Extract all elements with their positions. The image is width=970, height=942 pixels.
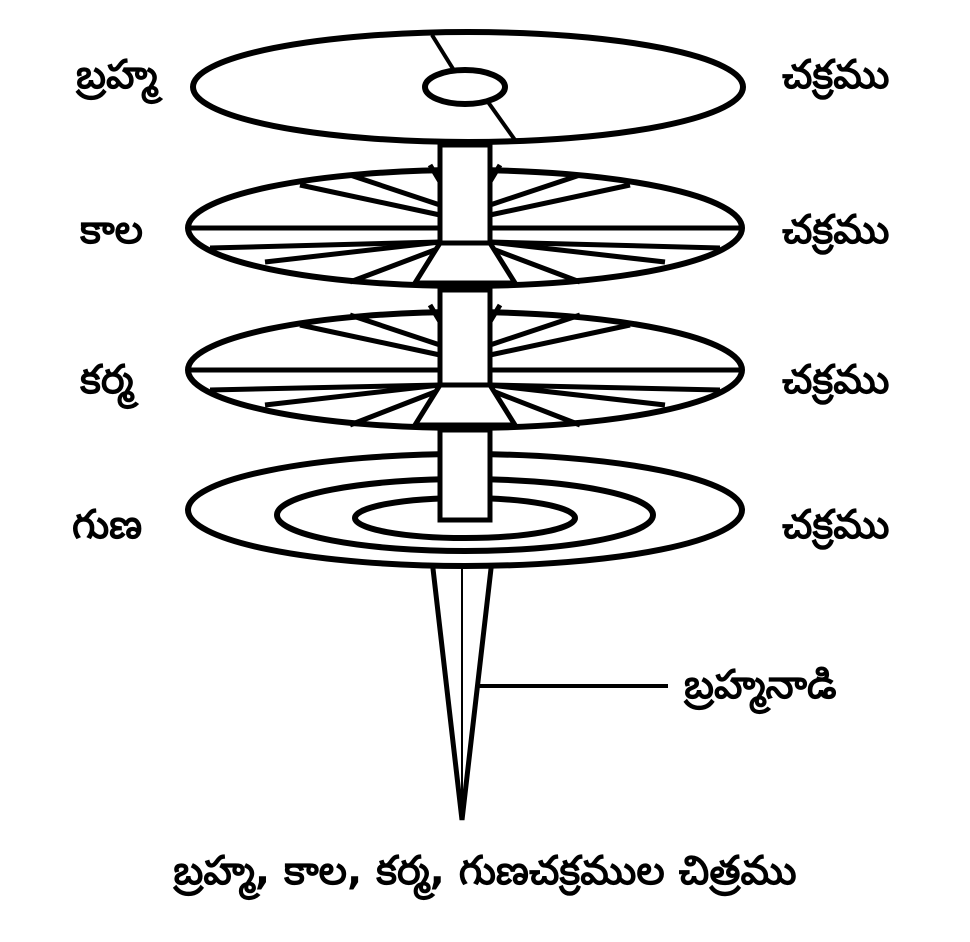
label-kala: కాల [80,207,144,253]
label-karma: కర్మ [80,357,134,403]
karma-disc [185,287,745,431]
brahma-disc [190,29,746,145]
label-chakramu-1: చక్రము [782,52,890,98]
label-chakramu-4: చక్రము [782,502,890,548]
diagram-caption: బ్రహ్మ, కాల, కర్మ, గుణచక్రముల చిత్రము [173,848,797,894]
spindle-needle [429,557,495,821]
label-guna: గుణ [72,502,143,548]
kala-disc [185,142,745,289]
label-chakramu-3: చక్రము [782,357,890,403]
guna-disc [185,427,745,569]
label-brahmanadi: బ్రహ్మనాడి [684,662,837,708]
label-chakramu-2: చక్రము [782,207,890,253]
label-brahma: బ్రహ్మ [76,52,158,98]
